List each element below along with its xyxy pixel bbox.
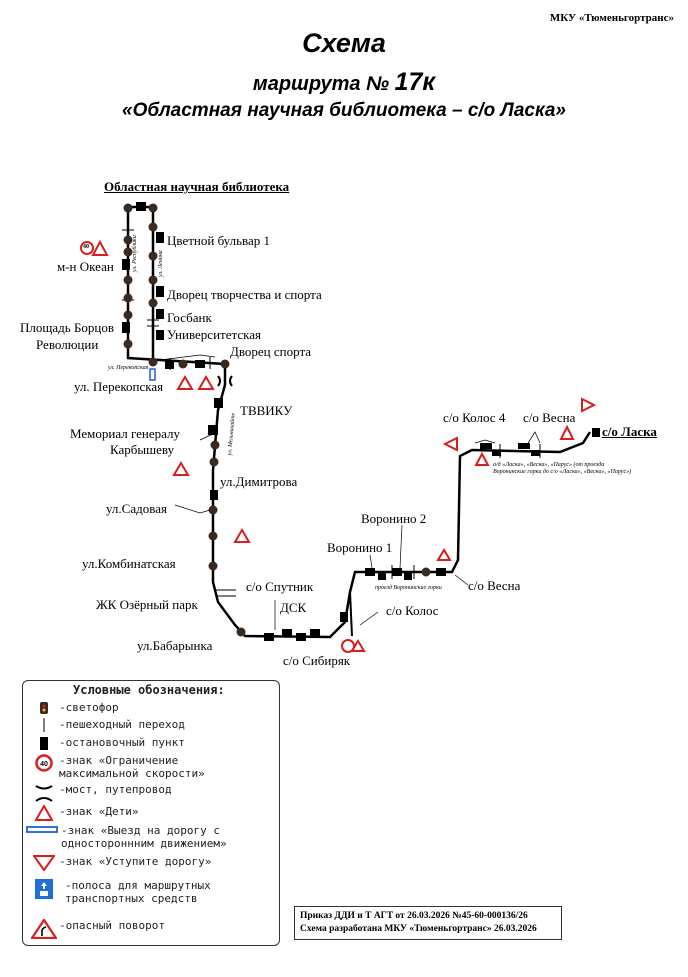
legend-item: -знак «Выезд на дорогу с одностороннним … (25, 824, 271, 850)
speed-limit-signs (80, 241, 355, 653)
stop-label: с/о Колос 4 (443, 410, 506, 425)
stop-label: ул. Перекопская (74, 379, 164, 394)
children-sign-icon (29, 805, 59, 821)
one-way-exit-sign (149, 368, 156, 381)
stop-label: ул.Садовая (106, 501, 167, 516)
order-box: Приказ ДДИ и Т АГТ от 26.03.2026 №45-60-… (294, 906, 562, 940)
stop-label: Мемориал генералу (70, 426, 180, 441)
stop-label: Цветной бульвар 1 (167, 233, 271, 248)
legend-text: -мост, путепровод (59, 783, 172, 796)
stop-label: с/о Сибиряк (283, 653, 351, 668)
legend-text: -знак «Уступите дорогу» (59, 855, 212, 868)
legend-item: -мост, путепровод (29, 783, 172, 803)
legend-title: Условные обозначения: (73, 683, 225, 697)
stop-label: Университетская (167, 327, 261, 342)
legend-text: -знак «Ограничение максимальной скорости… (59, 754, 205, 780)
legend-item: -пешеходный переход (29, 718, 185, 732)
street-label: ул. Перекопская (108, 365, 149, 371)
legend-item: -знак «Уступите дорогу» (29, 855, 211, 871)
legend-item: -знак «Дети» (29, 805, 138, 821)
legend-text: -знак «Выезд на дорогу с одностороннним … (61, 824, 227, 850)
bridge-icon (29, 783, 59, 803)
stop-label: Дворец спорта (230, 344, 312, 359)
legend-text: -остановочный пункт (59, 736, 185, 749)
one-way-exit-icon (25, 824, 61, 834)
stop-label: с/о Спутник (246, 579, 314, 594)
legend-text: -светофор (59, 701, 119, 714)
legend-item: -опасный поворот (29, 919, 165, 939)
bus-stops (122, 202, 600, 641)
route-line (126, 205, 592, 639)
stop-label: ул.Димитрова (220, 474, 298, 489)
stop-label: Карбышеву (110, 442, 175, 457)
bus-lane-icon (29, 879, 59, 899)
stop-label: Революции (36, 337, 99, 352)
speed-limit-icon: 40 (29, 754, 59, 772)
stop-label: ТВВИКУ (240, 403, 293, 418)
crosswalk-icon (29, 718, 59, 732)
page-title: Схема (302, 28, 386, 58)
street-label: ул. Ленина (158, 250, 164, 277)
stop-label: ул.Комбинатская (82, 556, 176, 571)
street-label: проезд Воронинские горки (375, 585, 442, 591)
svg-text:40: 40 (40, 761, 48, 768)
stop-label: ДСК (280, 600, 307, 615)
legend-text: -пешеходный переход (59, 718, 185, 731)
legend-text: -полоса для маршрутных транспортных сред… (65, 879, 211, 905)
legend: Условные обозначения: -светофор -пешеход… (22, 680, 280, 946)
street-label: ул. Республики (132, 235, 138, 272)
children-signs (91, 239, 366, 652)
legend-item: -остановочный пункт (29, 736, 185, 750)
legend-text: -опасный поворот (59, 919, 165, 932)
end-terminal: с/о Ласка (602, 424, 657, 439)
stop-label: ул.Бабарынка (137, 638, 213, 653)
legend-item: -полоса для маршрутных транспортных сред… (29, 879, 255, 905)
developed-text: Схема разработана МКУ «Тюменьгортранс» 2… (300, 924, 537, 934)
road-note: а/д «Ласка», «Весна», «Парус» (от проезд… (493, 462, 605, 468)
route-number: 17к (394, 68, 436, 96)
legend-item: 40 -знак «Ограничение максимальной скоро… (29, 754, 249, 780)
yield-signs (436, 397, 597, 561)
route-prefix: маршрута № (252, 73, 390, 95)
stop-label: с/о Колос (386, 603, 439, 618)
traffic-light-icon (29, 701, 59, 715)
speed-limit-value: 40 (83, 244, 89, 250)
bridge-marks (217, 375, 233, 387)
stop-label: с/о Весна (523, 410, 576, 425)
stop-label: Дворец творчества и спорта (167, 287, 322, 302)
traffic-lights (123, 203, 431, 637)
road-note: Воронинские горки до с/о «Ласка», «Весна… (493, 469, 632, 475)
organization-name: МКУ «Тюменьгортранс» (549, 12, 674, 24)
legend-item: -светофор (29, 701, 119, 715)
leader-lines (159, 354, 541, 630)
stop-label: Площадь Борцов (20, 320, 115, 335)
dangerous-turn-icon (29, 919, 59, 939)
route-number-line: маршрута № 17к (0, 68, 688, 97)
legend-text: -знак «Дети» (59, 805, 139, 818)
start-terminal: Областная научная библиотека (104, 179, 290, 194)
stop-label: м-н Океан (57, 259, 114, 274)
stop-label: Воронино 2 (361, 511, 427, 526)
stop-label: с/о Весна (468, 578, 521, 593)
order-text: Приказ ДДИ и Т АГТ от 26.03.2026 №45-60-… (300, 911, 528, 921)
route-name: «Областная научная библиотека – с/о Ласк… (122, 100, 566, 121)
yield-sign-icon (29, 855, 59, 871)
bus-stop-icon (29, 736, 59, 750)
stop-label: ЖК Озёрный парк (96, 597, 198, 612)
stop-label: Воронино 1 (327, 540, 393, 555)
stop-label: Госбанк (167, 310, 212, 325)
